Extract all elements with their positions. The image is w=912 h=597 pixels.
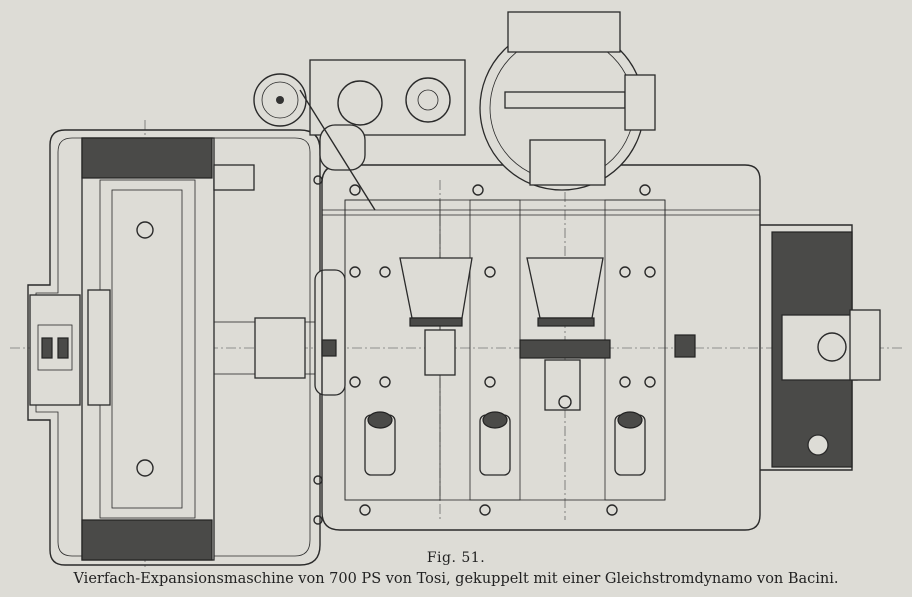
bolts — [313, 175, 656, 525]
flywheel-hub-web — [111, 189, 183, 509]
crank-web — [537, 317, 595, 327]
piston-rods — [364, 411, 646, 476]
outer-bearing — [29, 294, 81, 406]
dynamo-terminal — [807, 434, 829, 456]
connecting-rod — [544, 359, 581, 411]
outer-bearing-right — [674, 334, 696, 358]
dynamo-brush-gear — [849, 309, 881, 381]
bracket — [213, 164, 255, 191]
crank-web — [409, 317, 463, 327]
eccentric — [519, 339, 611, 359]
pump-flange — [337, 80, 383, 126]
air-pump-crosshead — [504, 91, 626, 109]
bearing-block — [321, 339, 337, 357]
dynamo-commutator — [781, 314, 858, 381]
crank-guard — [399, 257, 473, 319]
pump-lever — [299, 89, 376, 211]
pump-flange — [405, 77, 451, 123]
pump-housing — [309, 59, 466, 136]
flywheel-housing-inner — [35, 137, 311, 557]
outer-bearing-cap — [37, 324, 73, 371]
dynamo-bearing — [817, 332, 847, 362]
flywheel-hole — [136, 221, 154, 239]
coupling — [254, 317, 306, 379]
air-vessel — [319, 124, 366, 171]
crank-pin — [424, 329, 456, 376]
crosshead-pin — [558, 395, 572, 409]
bearing-block — [41, 337, 53, 359]
main-bearing — [314, 269, 346, 396]
flywheel-housing — [27, 129, 321, 566]
air-pump-outlet — [624, 74, 656, 131]
air-pump-head — [507, 11, 621, 53]
flywheel-hub — [87, 289, 111, 406]
air-pump-base — [529, 139, 606, 186]
flywheel-rim-top — [81, 137, 213, 179]
figure-number: Fig. 51. — [426, 550, 486, 566]
engine-frame — [321, 164, 761, 531]
bearing-block — [57, 337, 69, 359]
figure-caption: Vierfach-Expansionsmaschine von 700 PS v… — [73, 571, 839, 587]
crank-guard — [526, 257, 604, 319]
flywheel-rim-bottom — [81, 519, 213, 561]
flywheel-hole — [136, 459, 154, 477]
